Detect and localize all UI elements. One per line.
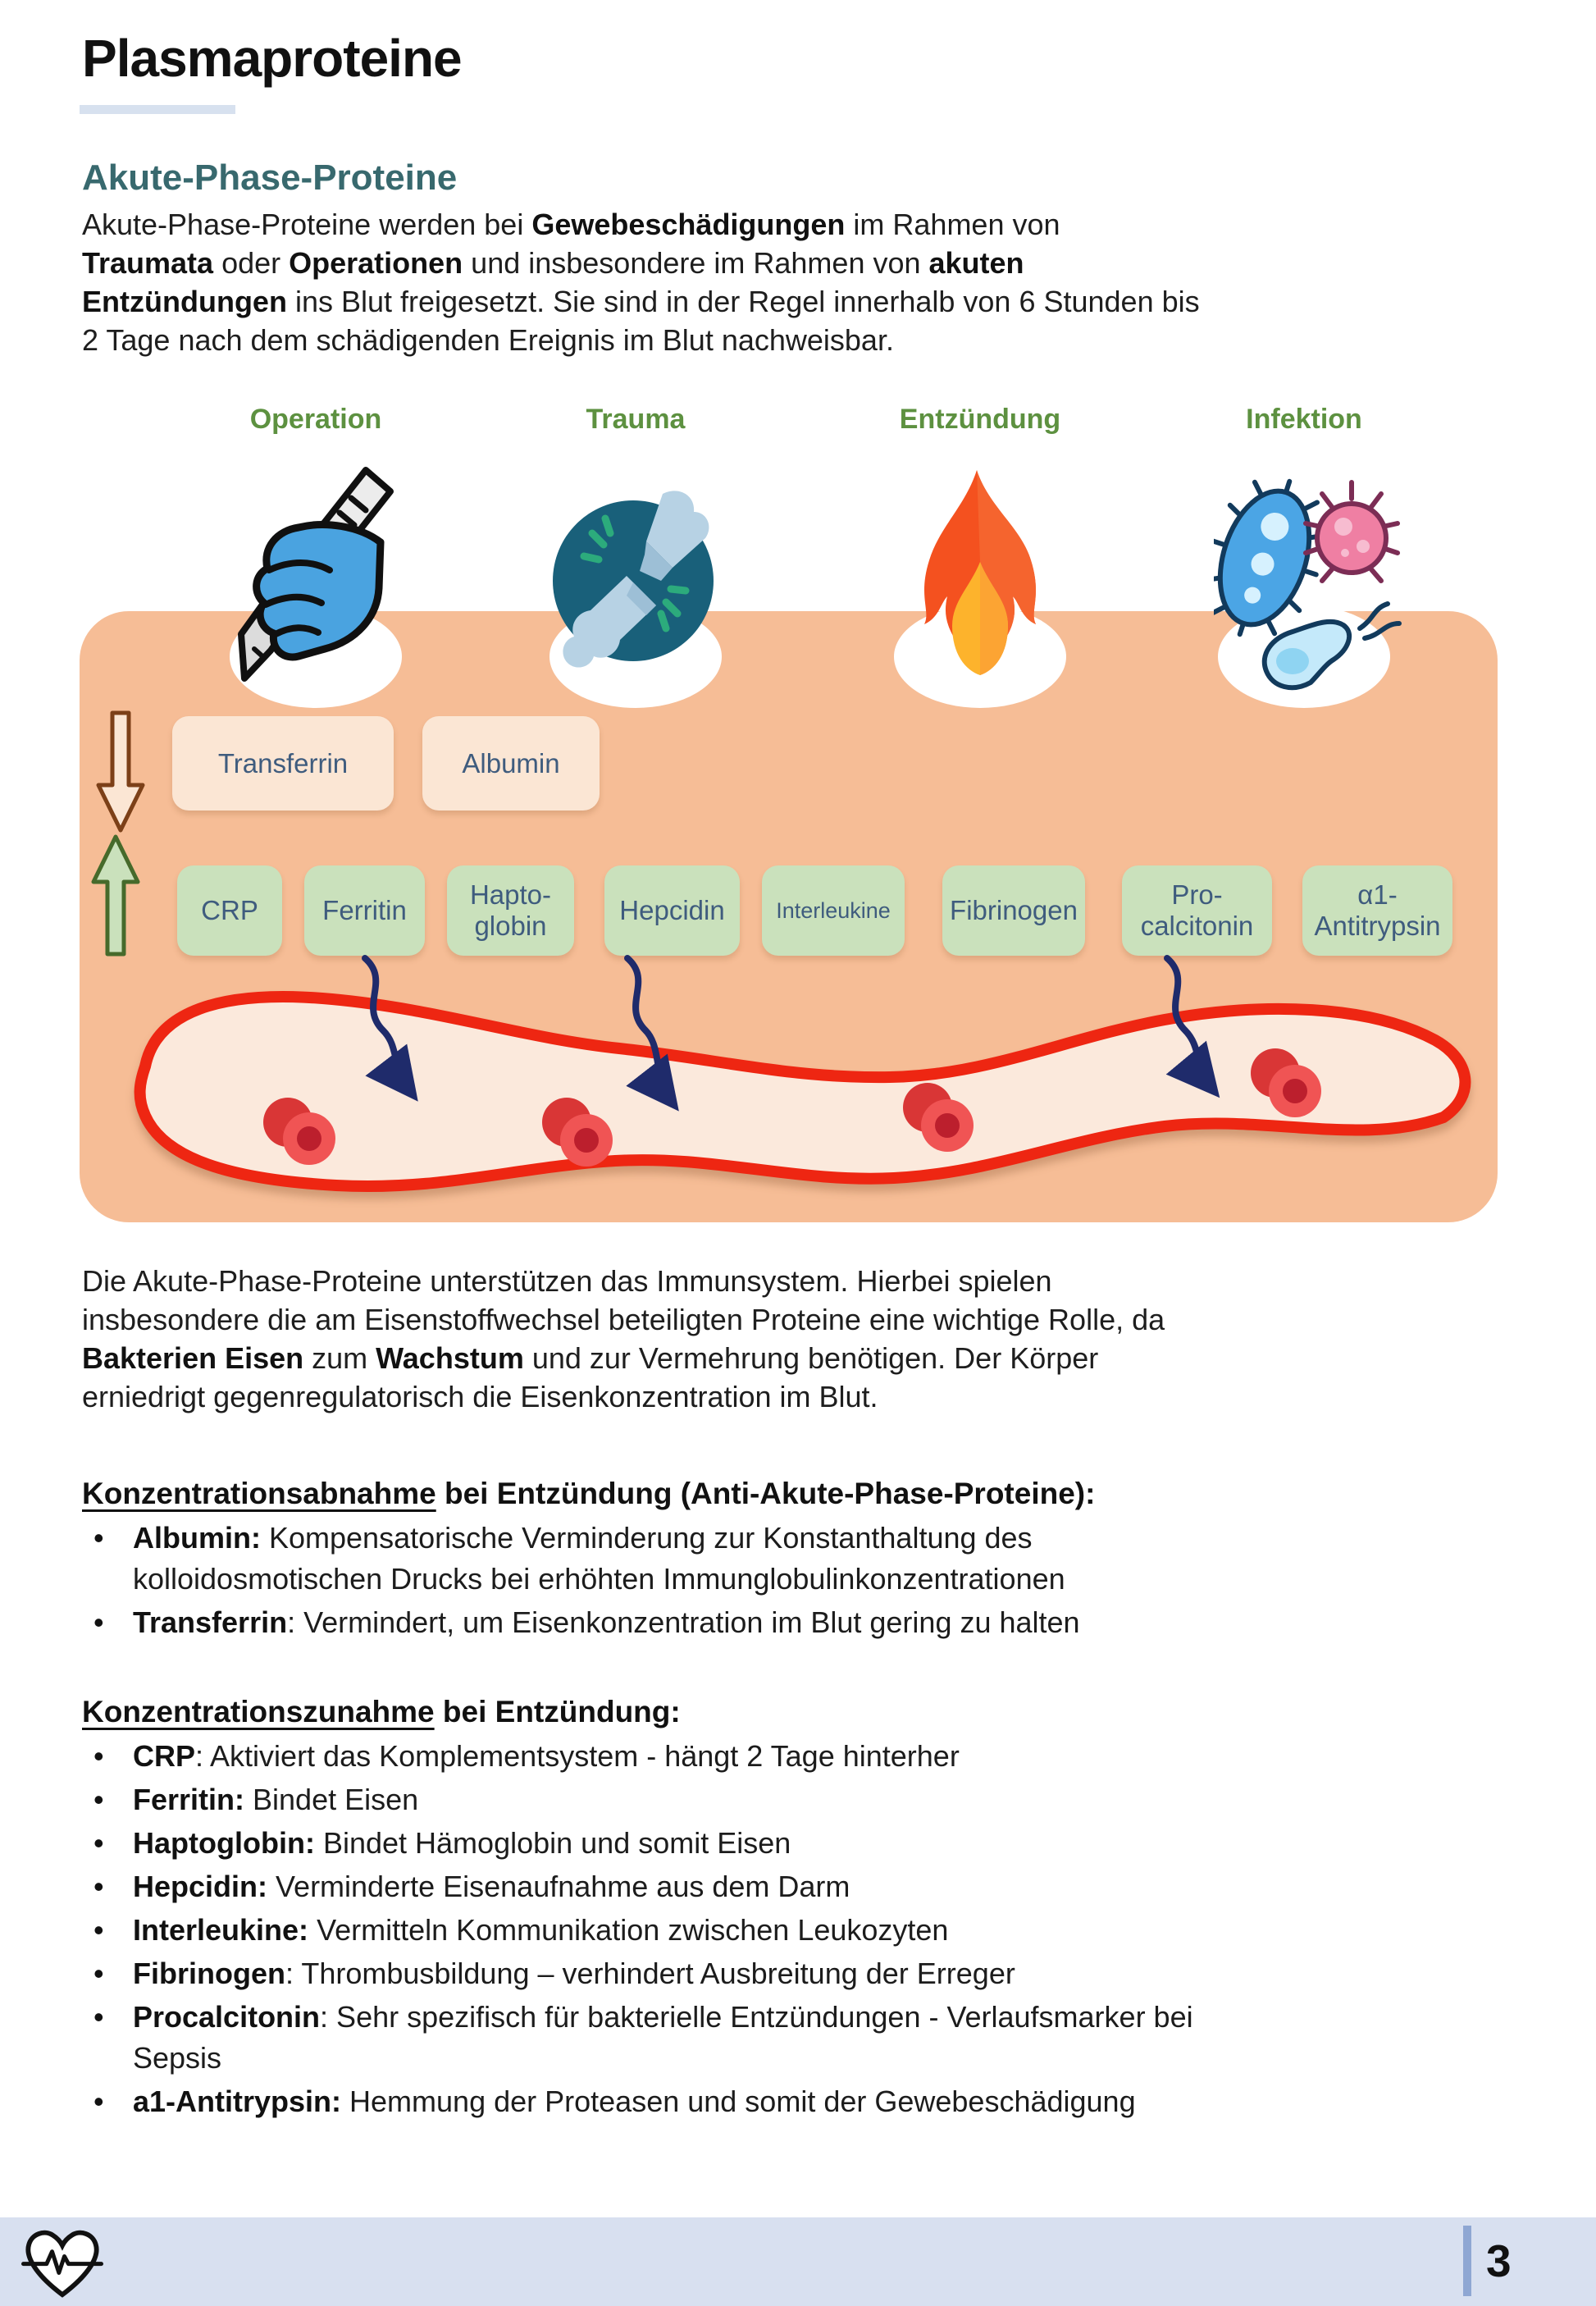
page-title: Plasmaproteine: [82, 29, 463, 88]
microbes-icon: [1214, 478, 1402, 691]
list-item: Procalcitonin: Sehr spezifisch für bakte…: [82, 1997, 1550, 2079]
footer: [0, 2217, 1596, 2306]
increase-section-heading: Konzentrationszunahme bei Entzündung:: [82, 1695, 681, 1728]
protein-box-fibrinogen: Fibrinogen: [942, 865, 1085, 956]
protein-box-transferrin: Transferrin: [172, 716, 394, 811]
list-item: Interleukine: Vermitteln Kommunikation z…: [82, 1910, 1550, 1951]
decrease-section-heading: Konzentrationsabnahme bei Entzündung (An…: [82, 1477, 1096, 1510]
decrease-list: Albumin: Kompensatorische Verminderung z…: [82, 1518, 1550, 1646]
erythrocyte: [1251, 1048, 1321, 1117]
broken-bone-icon: [553, 491, 714, 668]
list-item: a1-Antitrypsin: Hemmung der Proteasen un…: [82, 2081, 1550, 2122]
release-arrow-hepcidin: [624, 955, 679, 1112]
trigger-label-trauma: Trauma: [586, 404, 686, 435]
flame-icon: [924, 470, 1036, 675]
blood-vessel: [134, 991, 1471, 1193]
intro-paragraph: Akute-Phase-Proteine werden bei Gewebesc…: [82, 208, 1200, 357]
list-item: CRP: Aktiviert das Komplementsystem - hä…: [82, 1736, 1550, 1777]
protein-box-interleukine: Interleukine: [762, 865, 905, 956]
list-item: Ferritin: Bindet Eisen: [82, 1779, 1550, 1820]
acute-phase-diagram: Operation Trauma Entzündung Infektion: [0, 386, 1596, 1263]
footer-divider: [1463, 2226, 1471, 2296]
scalpel-hand-icon: [238, 467, 394, 682]
protein-box-albumin: Albumin: [422, 716, 600, 811]
protein-box-a1-antitrypsin: α1- Antitrypsin: [1302, 865, 1452, 956]
increase-list: CRP: Aktiviert das Komplementsystem - hä…: [82, 1736, 1550, 2125]
page-number: 3: [1486, 2235, 1512, 2286]
list-item: Haptoglobin: Bindet Hämoglobin und somit…: [82, 1823, 1550, 1864]
protein-box-haptoglobin: Hapto- globin: [447, 865, 574, 956]
release-arrow-procalcitonin: [1164, 955, 1220, 1098]
arrow-up-icon: [91, 834, 140, 957]
list-item: Fibrinogen: Thrombusbildung – verhindert…: [82, 1953, 1550, 1994]
middle-paragraph: Die Akute-Phase-Proteine unterstützen da…: [82, 1264, 1165, 1413]
arrow-down-icon: [96, 710, 145, 833]
release-arrow-ferritin: [362, 955, 418, 1102]
list-item: Albumin: Kompensatorische Verminderung z…: [82, 1518, 1550, 1600]
heart-ecg-icon: [21, 2230, 103, 2298]
trigger-label-infektion: Infektion: [1246, 404, 1362, 435]
erythrocyte: [903, 1083, 974, 1152]
protein-box-ferritin: Ferritin: [304, 865, 425, 956]
trigger-label-operation: Operation: [249, 404, 382, 435]
blood-vessel-illustration: [134, 955, 1471, 1193]
trigger-label-entzuendung: Entzündung: [899, 404, 1061, 435]
protein-box-crp: CRP: [177, 865, 282, 956]
section-heading: Akute-Phase-Proteine: [82, 158, 458, 198]
erythrocyte: [542, 1098, 613, 1167]
protein-box-procalcitonin: Pro- calcitonin: [1122, 865, 1272, 956]
list-item: Transferrin: Vermindert, um Eisenkonzent…: [82, 1602, 1550, 1643]
title-highlight: [80, 105, 235, 114]
list-item: Hepcidin: Verminderte Eisenaufnahme aus …: [82, 1866, 1550, 1907]
erythrocyte: [263, 1098, 335, 1165]
protein-box-hepcidin: Hepcidin: [604, 865, 740, 956]
